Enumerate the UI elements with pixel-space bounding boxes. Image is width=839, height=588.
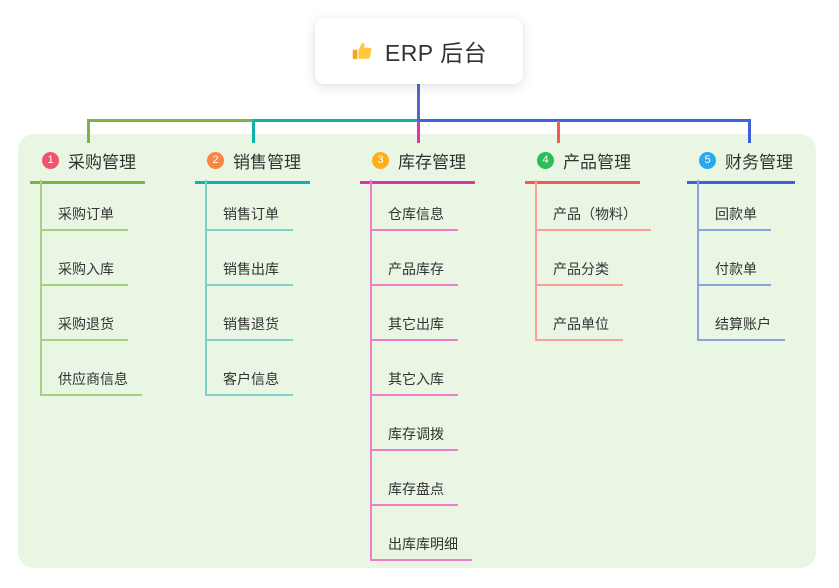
thumbs-up-icon <box>351 40 374 63</box>
leaf-node[interactable]: 销售退货 <box>205 316 293 341</box>
branch-items-line <box>40 180 42 396</box>
leaf-node[interactable]: 仓库信息 <box>370 206 458 231</box>
branch-node[interactable]: 4 产品管理 <box>525 148 640 184</box>
leaf-node[interactable]: 库存调拨 <box>370 426 458 451</box>
leaf-node[interactable]: 产品库存 <box>370 261 458 286</box>
branch-drop-line <box>417 121 420 143</box>
leaf-node[interactable]: 库存盘点 <box>370 481 458 506</box>
branch-label: 产品管理 <box>563 153 631 172</box>
branch-label: 库存管理 <box>398 153 466 172</box>
bus-segment-5 <box>417 119 751 122</box>
branches-panel <box>18 134 816 568</box>
branch-drop-line <box>252 121 255 143</box>
bus-segment-2 <box>252 119 419 122</box>
leaf-node[interactable]: 采购订单 <box>40 206 128 231</box>
branch-number-badge: 4 <box>537 152 554 169</box>
branch-number-badge: 1 <box>42 152 59 169</box>
leaf-node[interactable]: 客户信息 <box>205 371 293 396</box>
branch-label: 销售管理 <box>233 153 301 172</box>
branch-drop-line <box>87 121 90 143</box>
leaf-node[interactable]: 结算账户 <box>697 316 785 341</box>
branch-items-line <box>697 180 699 341</box>
branch-items-line <box>370 180 372 561</box>
root-title: ERP 后台 <box>384 40 488 66</box>
root-node[interactable]: ERP 后台 <box>315 18 523 84</box>
leaf-node[interactable]: 产品分类 <box>535 261 623 286</box>
bus-segment-1 <box>87 119 255 122</box>
leaf-node[interactable]: 采购退货 <box>40 316 128 341</box>
leaf-node[interactable]: 产品（物料） <box>535 206 651 231</box>
branch-node[interactable]: 3 库存管理 <box>360 148 475 184</box>
branch-node[interactable]: 2 销售管理 <box>195 148 310 184</box>
leaf-node[interactable]: 销售订单 <box>205 206 293 231</box>
leaf-node[interactable]: 其它入库 <box>370 371 458 396</box>
leaf-node[interactable]: 出库库明细 <box>370 536 472 561</box>
leaf-node[interactable]: 供应商信息 <box>40 371 142 396</box>
leaf-node[interactable]: 采购入库 <box>40 261 128 286</box>
branch-number-badge: 3 <box>372 152 389 169</box>
branch-items-line <box>205 180 207 396</box>
branch-drop-line <box>557 121 560 143</box>
branch-items-line <box>535 180 537 341</box>
leaf-node[interactable]: 付款单 <box>697 261 771 286</box>
leaf-node[interactable]: 其它出库 <box>370 316 458 341</box>
branch-label: 采购管理 <box>68 153 136 172</box>
branch-number-badge: 5 <box>699 152 716 169</box>
leaf-node[interactable]: 回款单 <box>697 206 771 231</box>
root-stem-line <box>417 84 420 121</box>
branch-label: 财务管理 <box>725 153 793 172</box>
branch-node[interactable]: 1 采购管理 <box>30 148 145 184</box>
branch-node[interactable]: 5 财务管理 <box>687 148 795 184</box>
leaf-node[interactable]: 产品单位 <box>535 316 623 341</box>
branch-number-badge: 2 <box>207 152 224 169</box>
leaf-node[interactable]: 销售出库 <box>205 261 293 286</box>
branch-drop-line <box>748 121 751 143</box>
